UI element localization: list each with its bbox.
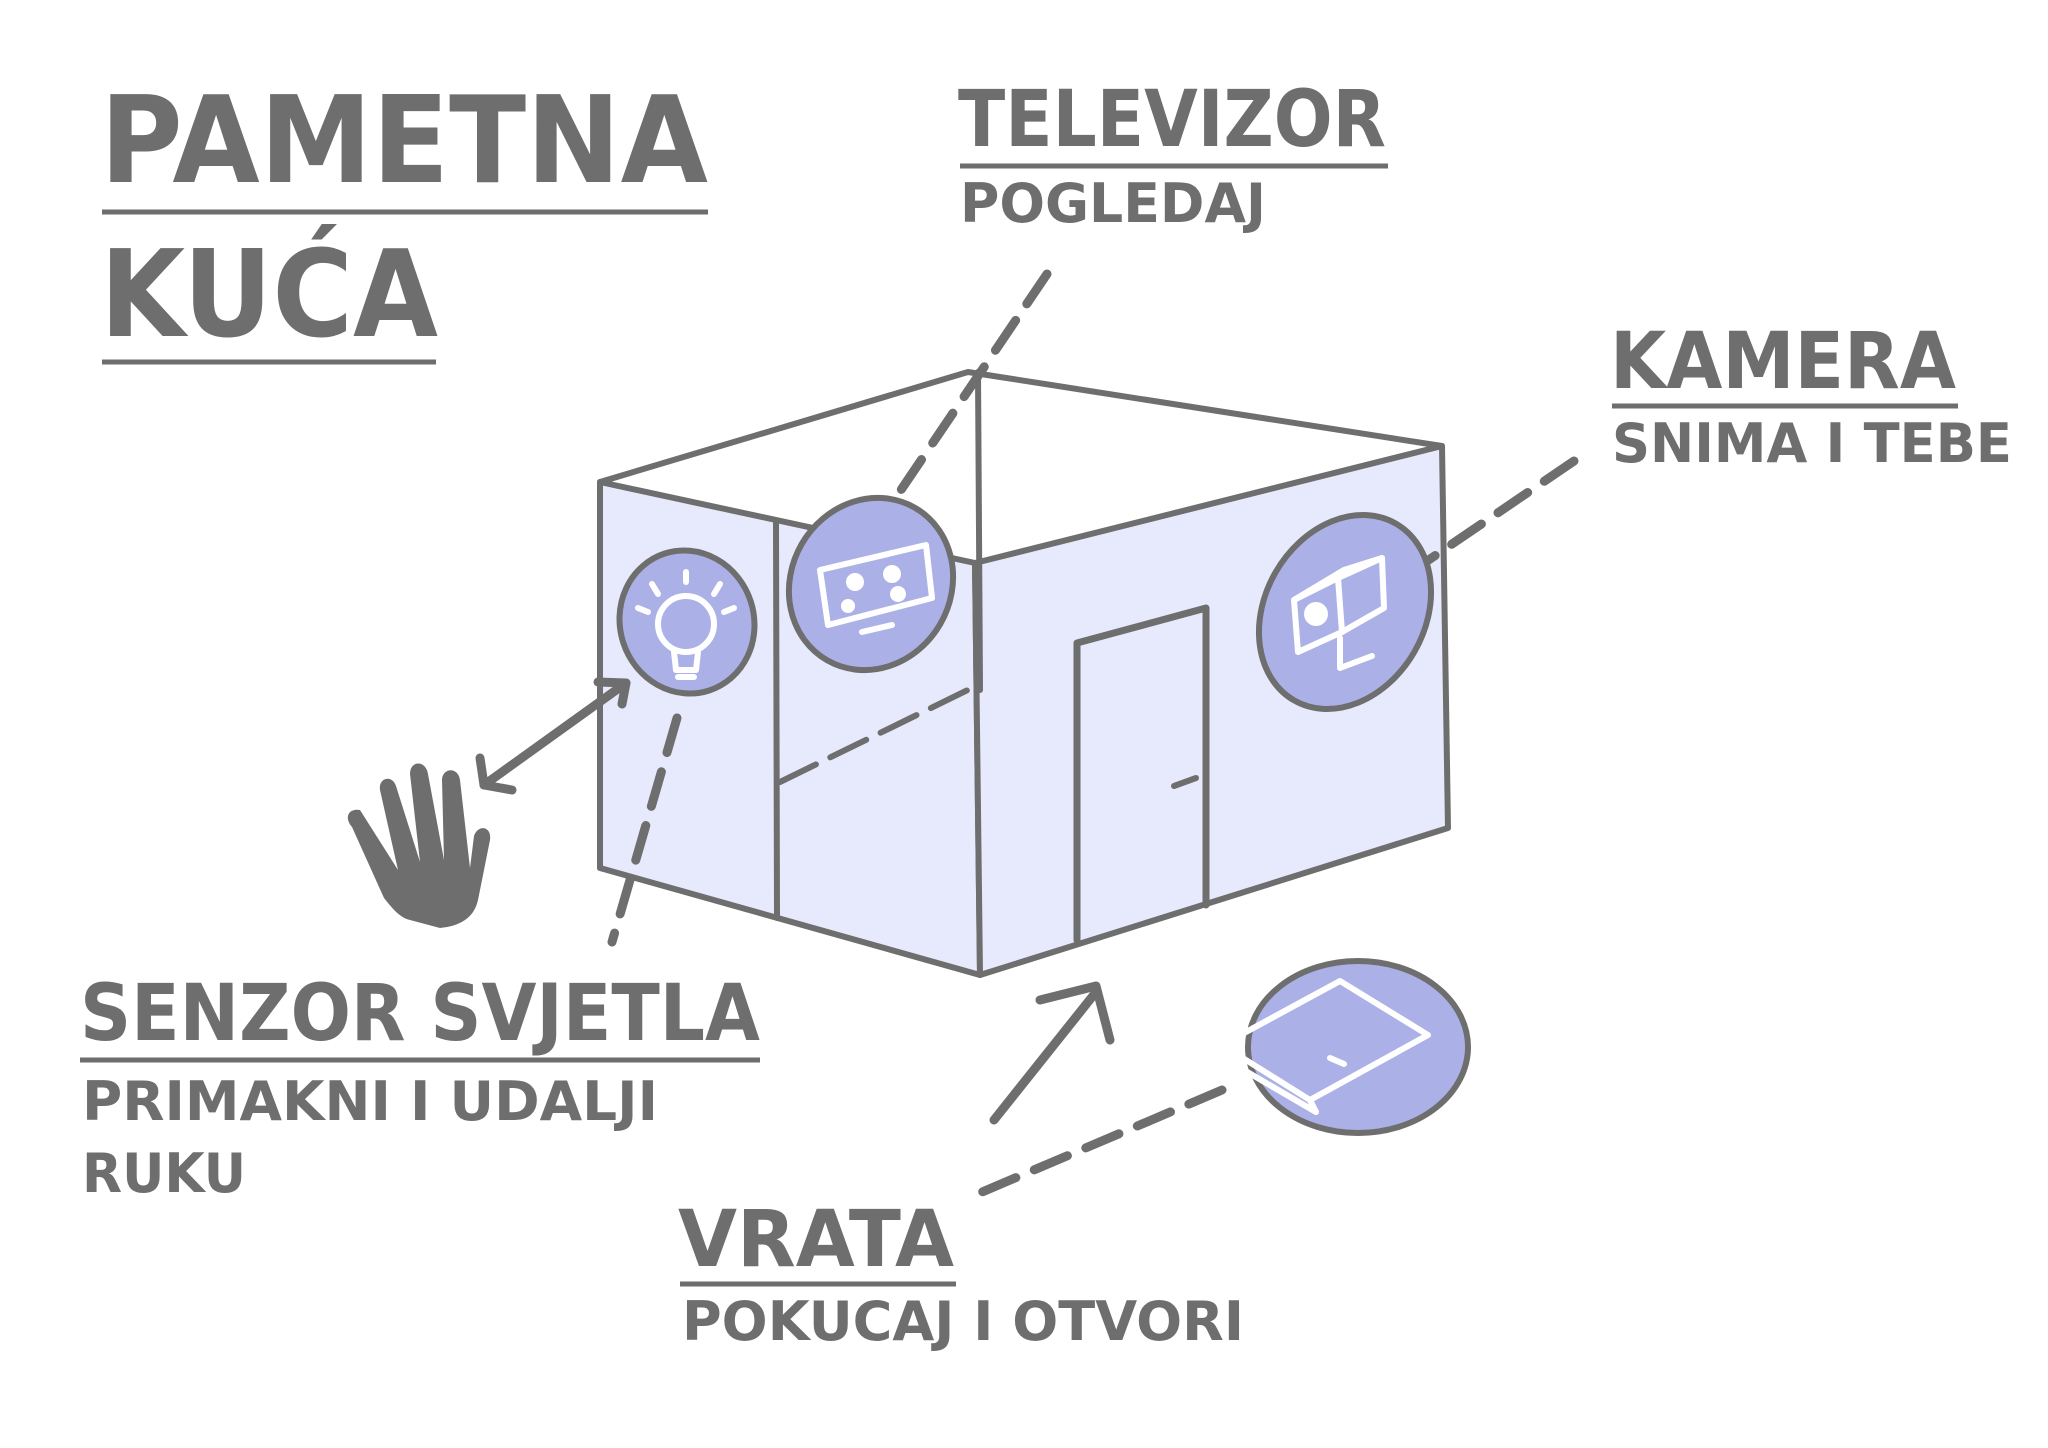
tablet-icon xyxy=(1215,978,1431,1115)
connectors xyxy=(607,269,1579,1200)
door-arrow xyxy=(989,981,1115,1125)
senzor-sub-1: PRIMAKNI I UDALJI xyxy=(82,1070,658,1133)
house-left-divider xyxy=(773,519,780,921)
label-televizor: TELEVIZOR POGLEDAJ xyxy=(958,75,1388,235)
title-line-1: PAMETNA xyxy=(100,72,708,211)
title-block: PAMETNA KUĆA xyxy=(100,72,708,365)
house-door xyxy=(1073,604,1210,944)
senzor-heading: SENZOR SVJETLA xyxy=(80,969,760,1059)
camera-connector xyxy=(1403,456,1579,579)
camera-icon xyxy=(1291,555,1387,671)
hand-shape xyxy=(347,763,491,928)
televizor-heading: TELEVIZOR xyxy=(958,75,1386,165)
label-vrata: VRATA POKUCAJ I OTVORI xyxy=(678,1195,1244,1353)
door-arrow-shaft xyxy=(989,987,1101,1125)
house-hidden-floor-edge xyxy=(777,682,981,785)
camera-badge xyxy=(1255,512,1435,712)
sensor-arrow-head-right xyxy=(593,677,631,709)
tablet-badge xyxy=(1215,958,1471,1136)
sensor-connector xyxy=(607,713,682,947)
camera-badge-circle xyxy=(1255,512,1435,712)
house-back-corner xyxy=(975,369,983,693)
televizor-sub: POGLEDAJ xyxy=(960,172,1266,235)
tv-badge xyxy=(785,494,957,674)
vrata-heading: VRATA xyxy=(678,1195,954,1285)
kamera-sub: SNIMA I TEBE xyxy=(1612,412,2012,475)
label-senzor: SENZOR SVJETLA PRIMAKNI I UDALJI RUKU xyxy=(80,969,760,1205)
tablet-badge-circle xyxy=(1245,958,1471,1136)
lightbulb-badge xyxy=(616,547,758,697)
kamera-heading: KAMERA xyxy=(1610,317,1956,407)
tv-icon xyxy=(817,542,935,635)
tv-connector xyxy=(877,269,1052,523)
vrata-sub: POKUCAJ I OTVORI xyxy=(682,1290,1244,1353)
door-connector xyxy=(970,1085,1227,1200)
door-handle xyxy=(1171,775,1199,789)
senzor-sub-2: RUKU xyxy=(82,1142,246,1205)
sensor-arrow-shaft xyxy=(479,678,631,790)
lightbulb-icon xyxy=(635,569,737,680)
title-line-2: KUĆA xyxy=(100,225,438,365)
door-arrow-head xyxy=(1035,981,1115,1045)
hand-icon xyxy=(347,763,491,928)
sensor-double-arrow xyxy=(475,677,631,795)
house-top-edge xyxy=(597,369,1445,485)
sensor-arrow-head-left xyxy=(475,753,517,795)
label-kamera: KAMERA SNIMA I TEBE xyxy=(1610,317,2012,475)
